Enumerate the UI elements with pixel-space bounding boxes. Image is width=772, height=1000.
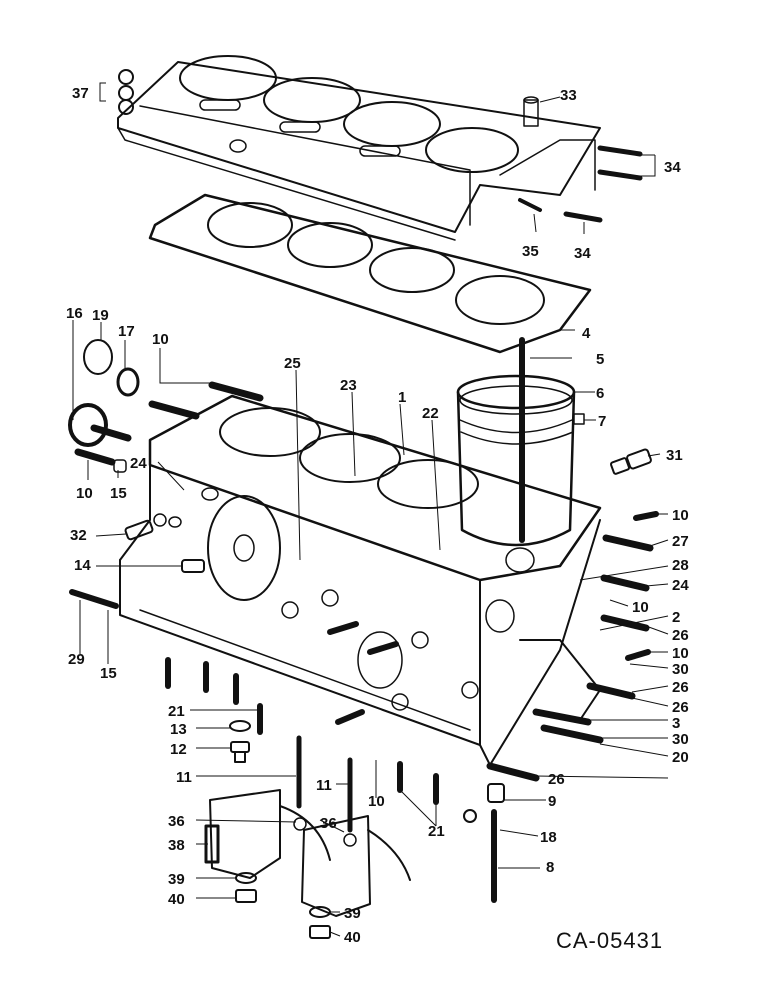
callout-26: 26 — [672, 699, 689, 716]
callout-7: 7 — [598, 413, 606, 430]
callout-26: 26 — [548, 771, 565, 788]
callout-39: 39 — [344, 905, 361, 922]
callout-24: 24 — [672, 577, 689, 594]
block-studs-left — [74, 381, 264, 473]
callout-labels: 37 33 34 35 34 4 16 19 17 10 5 25 6 23 1… — [66, 85, 689, 946]
cylinder-liner — [456, 374, 585, 547]
cylinder-head — [117, 55, 601, 241]
callout-14: 14 — [74, 557, 91, 574]
callout-20: 20 — [672, 749, 689, 766]
callout-11: 11 — [176, 769, 192, 786]
nut-washer-stack — [99, 69, 134, 115]
callout-21: 21 — [168, 703, 185, 720]
leader-lines — [72, 96, 669, 937]
callout-18: 18 — [540, 829, 557, 846]
callout-31: 31 — [666, 447, 683, 464]
callout-26: 26 — [672, 679, 689, 696]
left-fittings — [69, 513, 205, 609]
callout-28: 28 — [672, 557, 689, 574]
drain-plug — [229, 720, 251, 763]
callout-37: 37 — [72, 85, 89, 102]
callout-5: 5 — [596, 351, 604, 368]
callout-15: 15 — [110, 485, 127, 502]
callout-10: 10 — [152, 331, 169, 348]
callout-33: 33 — [560, 87, 577, 104]
callout-12: 12 — [170, 741, 187, 758]
callout-35: 35 — [522, 243, 539, 260]
callout-36: 36 — [320, 815, 337, 832]
callout-15: 15 — [100, 665, 117, 682]
callout-23: 23 — [340, 377, 357, 394]
callout-8: 8 — [546, 859, 554, 876]
callout-29: 29 — [68, 651, 85, 668]
callout-2: 2 — [672, 609, 680, 626]
callout-1: 1 — [398, 389, 406, 406]
callout-40: 40 — [168, 891, 185, 908]
callout-6: 6 — [596, 385, 604, 402]
callout-30: 30 — [672, 731, 689, 748]
callout-39: 39 — [168, 871, 185, 888]
callout-36: 36 — [168, 813, 185, 830]
callout-11: 11 — [316, 777, 332, 794]
callout-19: 19 — [92, 307, 109, 324]
callout-34: 34 — [574, 245, 591, 262]
callout-22: 22 — [422, 405, 439, 422]
callout-10: 10 — [368, 793, 385, 810]
callout-40: 40 — [344, 929, 361, 946]
callout-16: 16 — [66, 305, 83, 322]
callout-21: 21 — [428, 823, 445, 840]
expansion-plugs — [68, 339, 140, 447]
callout-32: 32 — [70, 527, 87, 544]
drawing-code: CA-05431 — [556, 928, 663, 953]
fitting — [609, 448, 652, 475]
callout-26: 26 — [672, 627, 689, 644]
callout-27: 27 — [672, 533, 689, 550]
head-studs — [518, 145, 643, 223]
callout-10: 10 — [672, 507, 689, 524]
cap-washers-nuts — [235, 872, 331, 939]
callout-3: 3 — [672, 715, 680, 732]
callout-9: 9 — [548, 793, 556, 810]
callout-4: 4 — [582, 325, 591, 342]
callout-34: 34 — [664, 159, 681, 176]
callout-38: 38 — [168, 837, 185, 854]
callout-17: 17 — [118, 323, 135, 340]
dowel-and-stud — [463, 783, 505, 903]
cylinder-block — [119, 394, 602, 766]
callout-10: 10 — [632, 599, 649, 616]
callout-13: 13 — [170, 721, 187, 738]
callout-10: 10 — [76, 485, 93, 502]
callout-30: 30 — [672, 661, 689, 678]
callout-25: 25 — [284, 355, 301, 372]
callout-10: 10 — [672, 645, 689, 662]
main-bearing-caps — [204, 789, 411, 917]
callout-24: 24 — [130, 455, 147, 472]
head-gasket — [148, 193, 592, 354]
block-studs-right — [486, 511, 659, 782]
lower-studs — [165, 621, 439, 833]
